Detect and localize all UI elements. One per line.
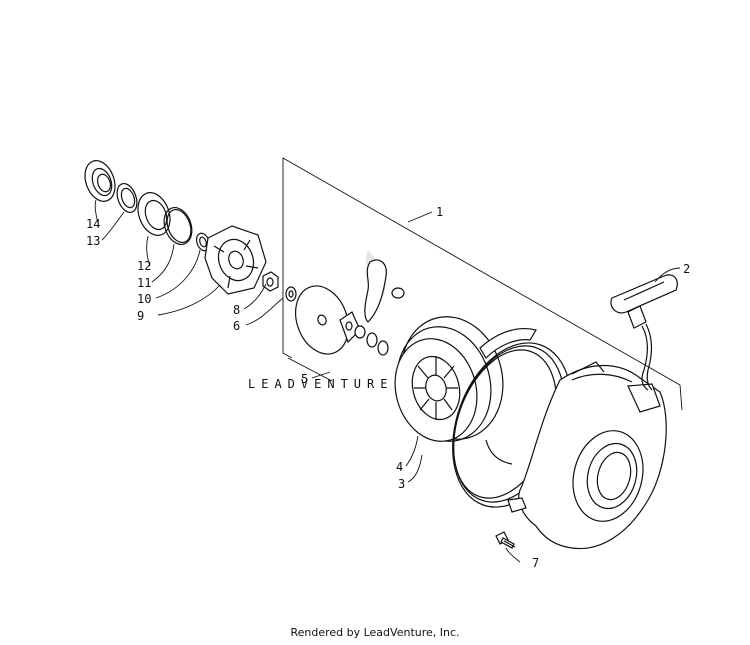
callout-11: 11 bbox=[137, 276, 151, 290]
callout-13: 13 bbox=[86, 234, 100, 248]
part-8-nut bbox=[262, 271, 279, 292]
part-14-bearing bbox=[84, 160, 116, 202]
recoil-housing bbox=[507, 361, 667, 550]
callout-2: 2 bbox=[683, 262, 690, 276]
callout-4: 4 bbox=[396, 460, 403, 474]
part-2-starter-handle bbox=[610, 274, 678, 391]
friction-plate bbox=[295, 285, 349, 355]
part-9-drive-hub bbox=[204, 225, 267, 295]
part-12-seal bbox=[137, 192, 171, 236]
callout-10: 10 bbox=[137, 292, 151, 306]
callout-12: 12 bbox=[137, 259, 151, 273]
leader-lines bbox=[94, 199, 681, 563]
render-credit: Rendered by LeadVenture, Inc. bbox=[290, 626, 460, 639]
callout-labels: 1 2 3 4 5 6 7 8 9 10 11 12 13 14 bbox=[86, 205, 690, 570]
watermark-text: LEADVENTURE bbox=[248, 377, 393, 391]
callout-3: 3 bbox=[398, 477, 405, 491]
pawl-set bbox=[339, 259, 405, 356]
callout-6: 6 bbox=[233, 319, 240, 333]
part-6-spacer bbox=[285, 286, 297, 302]
callout-1: 1 bbox=[436, 205, 443, 219]
part-4-pulley bbox=[394, 316, 537, 442]
callout-9: 9 bbox=[137, 309, 144, 323]
callout-14: 14 bbox=[86, 217, 100, 231]
assembly-bracket bbox=[282, 157, 683, 411]
callout-8: 8 bbox=[233, 303, 240, 317]
callout-5: 5 bbox=[301, 372, 308, 386]
part-13-ring bbox=[116, 182, 138, 214]
part-11-o-ring bbox=[163, 207, 193, 245]
callout-7: 7 bbox=[532, 556, 539, 570]
part-7-bolt bbox=[495, 531, 516, 549]
